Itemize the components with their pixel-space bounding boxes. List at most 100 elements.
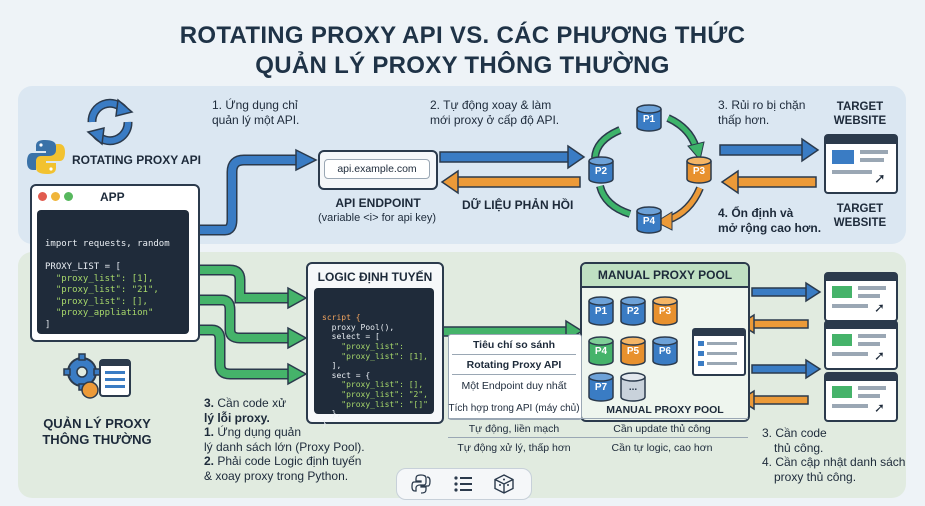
web-text-line (858, 386, 886, 390)
pool-proxy-node: P3 (652, 296, 678, 331)
logic-code-line: } (322, 418, 327, 428)
list-line (707, 362, 737, 365)
logic-code-line: "proxy_list": [1], (322, 351, 428, 361)
app-code-line: "proxy_list": "21", (45, 285, 159, 295)
pool-node-label: P7 (594, 382, 608, 393)
window-close-dot (38, 192, 47, 201)
table-divider (448, 437, 748, 438)
logic-code-line: sect = { (322, 370, 371, 380)
web-text-line (858, 342, 880, 346)
comparison-row-3-left: Tự động, liền mạch (468, 423, 560, 435)
target-label-line: WEBSITE (833, 115, 887, 127)
list-bullet (698, 351, 704, 356)
pool-node-label: ... (628, 382, 638, 393)
note-text: 3. Cần code (762, 426, 827, 440)
target-website-label-2: TARGET WEBSITE (822, 202, 898, 230)
pool-node-label: P2 (626, 306, 640, 317)
comparison-row-3-right: Cần update thủ công (613, 423, 711, 435)
pool-proxy-node: P4 (588, 336, 614, 371)
web-text-line (858, 394, 880, 398)
app-to-logic-arrows (198, 264, 308, 386)
proxy-node-label: P4 (642, 216, 656, 227)
target-website-window: ➚ (824, 372, 898, 422)
manual-pool-footer: MANUAL PROXY POOL (606, 404, 724, 416)
list-line (707, 352, 737, 355)
proxy-node-p2: P2 (588, 156, 614, 189)
web-image-block (832, 150, 854, 164)
traditional-notes-left: 3. Cần code xử lý lỗi proxy. 1. Ứng dụng… (204, 396, 382, 483)
target-website-window: ➚ (824, 320, 898, 370)
app-window-title: APP (100, 190, 125, 204)
pool-node-label: P4 (594, 346, 608, 357)
pool-node-label: P6 (658, 346, 672, 357)
logic-code-line: "proxy_list": (322, 341, 404, 351)
browser-bar (826, 274, 896, 281)
note-number: 1. (204, 425, 215, 439)
page-title-line-2: QUẢN LÝ PROXY THÔNG THƯỜNG (255, 52, 670, 79)
api-endpoint-subtitle: (variable <i> for api key) (318, 212, 436, 224)
note-number: 3. (204, 396, 215, 410)
routing-logic-code: script { proxy Pool(), select = [ "proxy… (314, 288, 434, 428)
proxy-node-p1: P1 (636, 104, 662, 137)
app-to-api-arrow (198, 156, 300, 234)
logic-code-line: }, (322, 409, 342, 419)
logic-code-line: "proxy_list": "2", (322, 389, 428, 399)
web-text-line (858, 286, 886, 290)
api-endpoint-title: API ENDPOINT (335, 196, 421, 210)
cursor-icon: ➚ (874, 400, 885, 415)
web-text-line (832, 352, 868, 356)
web-text-line (858, 294, 880, 298)
target-website-window: ➚ (824, 272, 898, 322)
target-website-label-1: TARGET WEBSITE (822, 100, 898, 128)
comparison-header: Tiêu chí so sánh (472, 339, 556, 351)
web-image-block (832, 286, 852, 298)
pool-proxy-node: P7 (588, 372, 614, 407)
routing-logic-title: LOGIC ĐỊNH TUYẾN (317, 270, 433, 284)
api-endpoint-url: api.example.com (324, 159, 430, 179)
comparison-column-title: Rotating Proxy API (466, 359, 562, 371)
note-number: 2. (204, 454, 215, 468)
pool-proxy-node: P6 (652, 336, 678, 371)
web-text-line (832, 304, 868, 308)
traditional-label-line: QUẢN LÝ PROXY (43, 416, 151, 431)
rotating-step-3-line: thấp hơn. (718, 112, 770, 127)
logic-code-line: "proxy_list": "[]" (322, 399, 428, 409)
browser-bar (694, 330, 744, 336)
footer-icon-tray (396, 468, 532, 500)
list-line (707, 342, 737, 345)
note-text: lý danh sách lớn (Proxy Pool). (204, 439, 365, 454)
rotating-step-4: 4. Ổn định và mở rộng cao hơn. (718, 206, 821, 235)
logic-code-line: "proxy_list": [], (322, 380, 424, 390)
note-text: Cần code xử (217, 396, 287, 410)
table-divider (452, 354, 576, 355)
app-code-line: "proxy_list": [], (45, 296, 148, 307)
rotating-step-1-line: quản lý một API. (212, 112, 300, 127)
proxy-node-label: P2 (594, 166, 608, 177)
traditional-notes-right: 3. Cần code thủ công. 4. Cần cập nhật da… (762, 426, 912, 484)
app-to-api-arrow-outline (198, 154, 300, 236)
rotating-proxy-label: ROTATING PROXY API (72, 153, 201, 167)
response-label: DỮ LIỆU PHẢN HỒI (462, 198, 574, 212)
app-code-block: import requests, random PROXY_LIST = [ "… (37, 210, 189, 334)
rotating-step-2-line: 2. Tự động xoay & làm (430, 98, 552, 112)
app-code-line: "proxy_appliation" (45, 308, 154, 318)
logic-code-line: ], (322, 361, 342, 371)
list-bullet (698, 341, 704, 346)
python-logo-icon (27, 140, 65, 174)
note-text: Phải code Logic định tuyến (217, 454, 362, 468)
traditional-label: QUẢN LÝ PROXY THÔNG THƯỜNG (30, 416, 164, 448)
pool-node-label: P1 (594, 306, 608, 317)
app-window: APP import requests, random PROXY_LIST =… (30, 184, 200, 342)
rotating-step-1: 1. Ứng dụng chỉ quản lý một API. (212, 98, 299, 127)
target-label-line: TARGET (836, 101, 884, 113)
proxy-node-p3: P3 (686, 156, 712, 189)
browser-bar (826, 374, 896, 381)
cursor-icon: ➚ (874, 170, 886, 186)
web-text-line (858, 334, 886, 338)
web-text-line (860, 158, 884, 162)
note-text: & xoay proxy trong Python. (204, 468, 349, 483)
logic-code-line: proxy Pool(), (322, 322, 395, 332)
web-text-line (860, 150, 888, 154)
pool-list-window (692, 328, 746, 376)
window-minimize-dot (51, 192, 60, 201)
